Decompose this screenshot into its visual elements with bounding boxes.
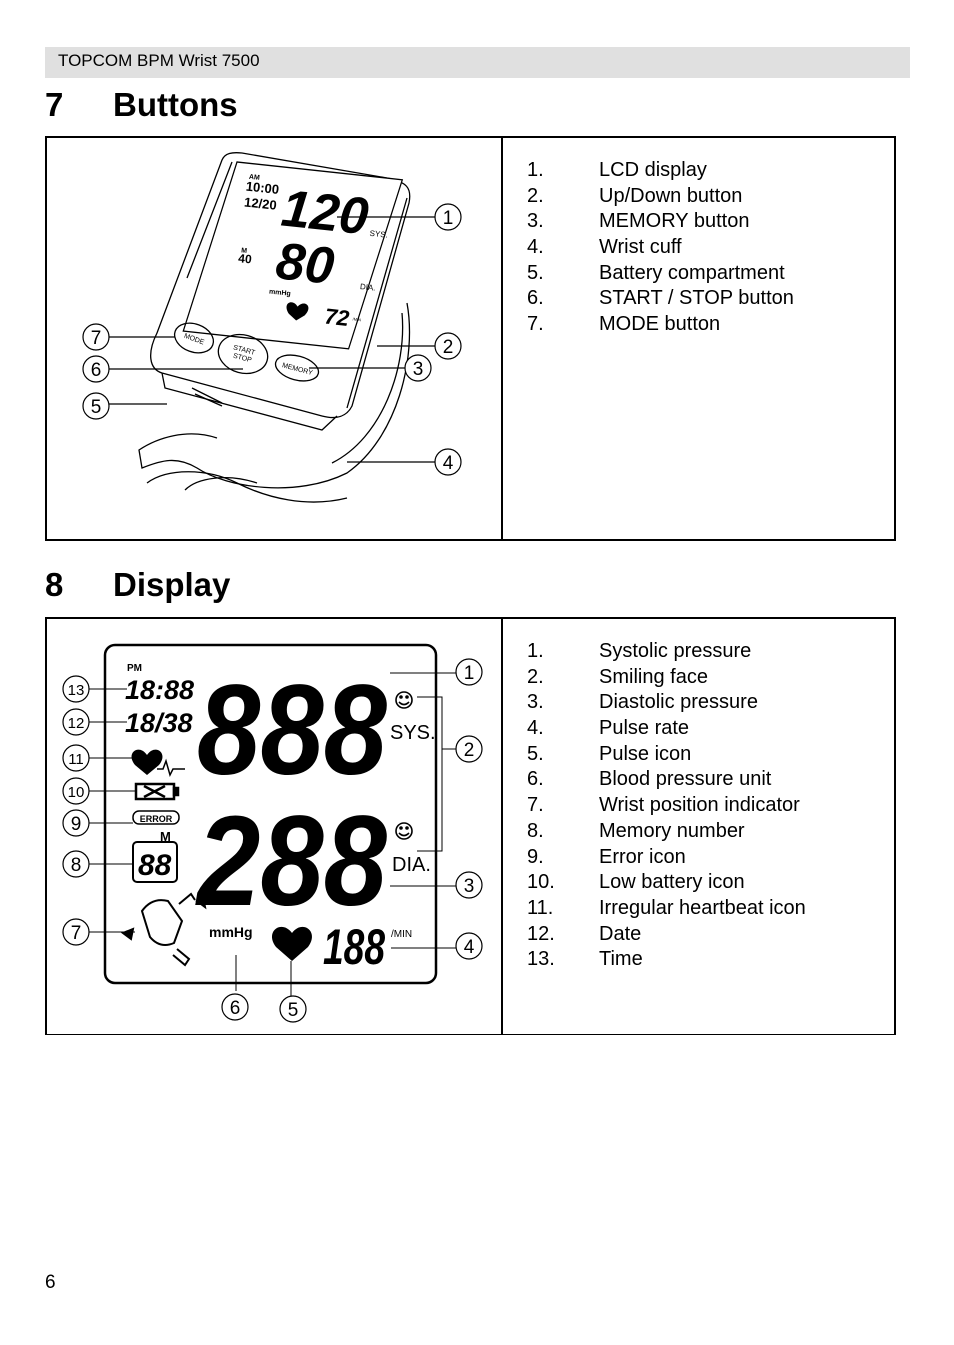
list-item: 9.Error icon	[527, 845, 686, 868]
lcd-am: AM	[248, 174, 260, 182]
lcd-unit: mmHg	[209, 924, 253, 940]
display-table: PM 18:88 18/38 888 288 SYS. DIA. M 88 mm…	[45, 617, 896, 1035]
callout-6: 6	[230, 998, 241, 1019]
display-legend-list: 1.Systolic pressure 2.Smiling face 3.Dia…	[527, 639, 806, 973]
lcd-display-illustration: PM 18:88 18/38 888 288 SYS. DIA. M 88 mm…	[62, 643, 483, 1023]
callout-5: 5	[91, 397, 102, 418]
table-divider	[501, 138, 503, 539]
list-item: 7.MODE button	[527, 313, 721, 336]
lcd-mem-label: M	[160, 829, 171, 844]
section-number: 7	[45, 86, 64, 123]
callout-5: 5	[288, 1000, 299, 1021]
list-item: 4.Wrist cuff	[527, 236, 682, 259]
buttons-legend-list: 1.LCD display 2.Up/Down button 3.MEMORY …	[527, 158, 794, 338]
callout-4: 4	[464, 937, 475, 958]
list-item: 1.LCD display	[527, 159, 707, 181]
lcd-mem-label: M	[241, 247, 248, 255]
list-item: 3.Diastolic pressure	[527, 691, 758, 714]
irregular-heartbeat-icon	[131, 749, 185, 778]
wrist-monitor-illustration: AM 10:00 12/20 120 SYS. M 40 80 DIA. mmH…	[82, 152, 462, 503]
section-heading-display: 8 Display	[45, 566, 230, 604]
lcd-min-label: /MIN	[391, 929, 412, 940]
section-title: Buttons	[113, 86, 238, 123]
lcd-dia-label: DIA.	[392, 854, 431, 876]
list-item: 4.Pulse rate	[527, 717, 690, 740]
lcd-memory: 88	[138, 849, 172, 882]
stop-button-label: STOP	[232, 353, 252, 365]
callout-2: 2	[464, 740, 475, 761]
page-number: 6	[45, 1272, 56, 1293]
running-header: TOPCOM BPM Wrist 7500	[45, 47, 910, 78]
buttons-table: AM 10:00 12/20 120 SYS. M 40 80 DIA. mmH…	[45, 136, 896, 541]
callout-7: 7	[71, 923, 82, 944]
memory-button-label: MEMORY	[281, 362, 313, 377]
lcd-heart-icon	[286, 302, 309, 321]
lcd-dia-label: DIA.	[360, 282, 376, 293]
lcd-unit: mmHg	[269, 289, 291, 298]
lcd-dia: 80	[273, 232, 337, 296]
lcd-date: 12/20	[243, 194, 277, 212]
list-item: 3.MEMORY button	[527, 210, 750, 233]
list-item: 7.Wrist position indicator	[527, 794, 800, 817]
lcd-date: 18/38	[125, 708, 193, 738]
wrist-position-icon	[120, 892, 207, 967]
list-item: 1.Systolic pressure	[527, 640, 752, 662]
callout-8: 8	[71, 855, 82, 876]
list-item: 6.Blood pressure unit	[527, 768, 772, 791]
list-item: 6.START / STOP button	[527, 287, 794, 310]
callout-6: 6	[91, 360, 102, 381]
callout-1: 1	[464, 663, 475, 684]
list-item: 5.Pulse icon	[527, 742, 692, 765]
list-item: 8.Memory number	[527, 819, 745, 842]
table-divider	[501, 619, 503, 1034]
lcd-error-icon: ERROR	[140, 814, 173, 824]
list-item: 13.Time	[527, 948, 643, 971]
smiling-face-icon	[395, 691, 413, 840]
pulse-heart-icon	[272, 926, 312, 961]
section-title: Display	[113, 566, 231, 603]
list-item: 12.Date	[527, 922, 642, 945]
section-number: 8	[45, 566, 64, 603]
list-item: 11.Irregular heartbeat icon	[527, 896, 806, 919]
callout-4: 4	[443, 453, 454, 474]
callout-1: 1	[443, 208, 454, 229]
lcd-dia: 288	[195, 790, 387, 933]
lcd-memory: 40	[238, 251, 253, 266]
list-item: 10.Low battery icon	[527, 871, 745, 894]
callout-7: 7	[91, 328, 102, 349]
mode-button-label: MODE	[183, 333, 205, 347]
lcd-sys-label: SYS.	[369, 229, 388, 240]
callout-10: 10	[68, 784, 85, 801]
lcd-time: 18:88	[125, 675, 194, 705]
callout-3: 3	[464, 876, 475, 897]
lcd-pulse: 72	[323, 304, 351, 332]
lcd-sys: 888	[197, 659, 387, 802]
callout-11: 11	[68, 751, 84, 768]
callout-13: 13	[68, 682, 85, 699]
list-item: 2.Smiling face	[527, 665, 708, 688]
lcd-time: 10:00	[245, 179, 280, 197]
lcd-sys: 120	[279, 180, 371, 247]
callout-12: 12	[68, 715, 85, 732]
callout-3: 3	[413, 359, 424, 380]
list-item: 2.Up/Down button	[527, 184, 743, 207]
document-title: TOPCOM BPM Wrist 7500	[58, 51, 260, 70]
section-heading-buttons: 7 Buttons	[45, 86, 238, 124]
list-item: 5.Battery compartment	[527, 261, 785, 284]
lcd-pm: PM	[127, 663, 142, 674]
lcd-sys-label: SYS.	[390, 722, 436, 744]
lcd-pulse: 188	[323, 919, 385, 975]
lcd-min-label: /MIN	[352, 316, 361, 322]
callout-2: 2	[443, 337, 454, 358]
callout-9: 9	[71, 814, 82, 835]
